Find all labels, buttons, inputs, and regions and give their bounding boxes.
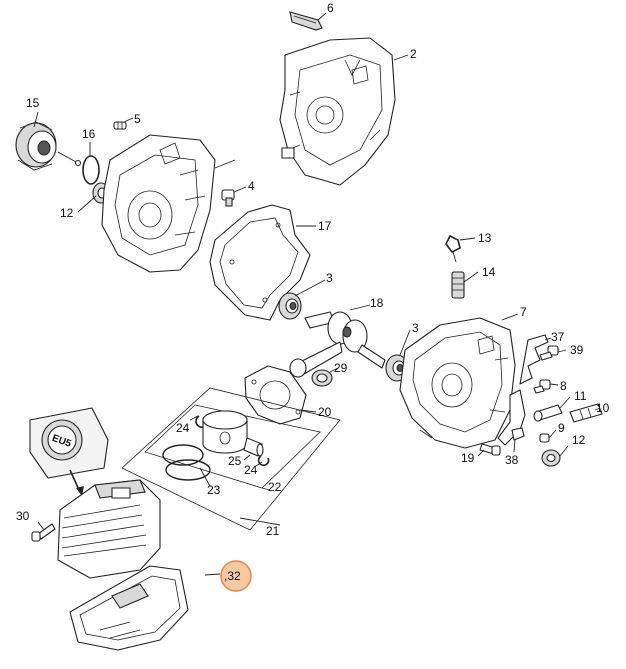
label-3-right[interactable]: 3 [412, 321, 419, 335]
label-32[interactable]: ,32 [224, 569, 241, 583]
part-labels: 6 2 15 5 16 4 12 17 13 14 3 18 7 3 37 39… [16, 1, 610, 583]
part-12-seal-ring-right[interactable] [541, 449, 561, 467]
part-21-box-outline [121, 387, 341, 531]
label-15[interactable]: 15 [26, 96, 40, 110]
piston[interactable] [202, 410, 248, 454]
label-9[interactable]: 9 [558, 421, 565, 435]
label-13[interactable]: 13 [478, 231, 492, 245]
label-16[interactable]: 16 [82, 127, 96, 141]
leader-lines [33, 12, 601, 576]
part-32-muffler[interactable] [69, 565, 189, 651]
part-38-plate[interactable] [497, 389, 526, 446]
part-17-gasket[interactable] [209, 204, 311, 321]
label-10[interactable]: 10 [596, 401, 610, 415]
label-7[interactable]: 7 [520, 305, 527, 319]
part-24-circlip-right[interactable] [257, 455, 270, 467]
part-6-clip[interactable] [289, 11, 323, 31]
part-9-screw[interactable] [539, 433, 550, 443]
part-15-hub-assembly[interactable] [15, 121, 82, 171]
part-3-bearing-left[interactable] [278, 292, 302, 320]
label-5[interactable]: 5 [134, 112, 141, 126]
label-24-right[interactable]: 24 [244, 463, 258, 477]
emission-label-inset: EU5 [29, 407, 109, 496]
part-5-screw[interactable] [113, 121, 127, 130]
part-2-crankcase-half[interactable] [279, 37, 396, 186]
label-37[interactable]: 37 [551, 330, 565, 344]
part-20-cylinder-gasket[interactable] [244, 365, 307, 425]
part-13-hook[interactable] [445, 234, 461, 263]
part-32-highlight-circle[interactable] [220, 560, 252, 592]
label-6[interactable]: 6 [327, 1, 334, 15]
label-19[interactable]: 19 [461, 451, 475, 465]
label-12-left[interactable]: 12 [60, 206, 74, 220]
part-29-needle-bearing[interactable] [311, 369, 333, 387]
label-3-left[interactable]: 3 [326, 271, 333, 285]
label-30[interactable]: 30 [16, 509, 30, 523]
cylinder[interactable] [57, 479, 161, 579]
label-21[interactable]: 21 [266, 524, 280, 538]
label-11[interactable]: 11 [574, 389, 587, 403]
part-8-screw[interactable] [533, 379, 551, 394]
part-16-o-ring[interactable] [82, 155, 100, 185]
part-11-pin[interactable] [533, 404, 563, 422]
label-39[interactable]: 39 [570, 343, 584, 357]
label-23[interactable]: 23 [207, 483, 221, 497]
part-1-crankcase-cover[interactable] [101, 134, 236, 273]
part-22-box-outline [144, 404, 321, 489]
part-14-spring[interactable] [451, 271, 465, 299]
label-38[interactable]: 38 [505, 453, 519, 467]
part-39-screw[interactable] [539, 345, 559, 361]
label-12-right[interactable]: 12 [572, 433, 586, 447]
label-22[interactable]: 22 [268, 480, 282, 494]
label-14[interactable]: 14 [482, 265, 496, 279]
label-24-left[interactable]: 24 [176, 421, 190, 435]
part-25-piston-pin[interactable] [243, 437, 264, 457]
label-4[interactable]: 4 [248, 179, 255, 193]
part-18-crankshaft[interactable] [289, 311, 386, 378]
label-2[interactable]: 2 [410, 47, 417, 61]
part-4-bolt[interactable] [221, 189, 235, 207]
label-29[interactable]: 29 [334, 361, 348, 375]
part-7-crankcase-half[interactable] [399, 317, 516, 449]
label-20[interactable]: 20 [318, 405, 332, 419]
label-25[interactable]: 25 [228, 454, 242, 468]
part-10-stud[interactable] [569, 403, 603, 423]
label-18[interactable]: 18 [370, 296, 384, 310]
label-8[interactable]: 8 [560, 379, 567, 393]
part-37-bracket[interactable] [519, 334, 549, 385]
part-23-piston-rings[interactable] [162, 444, 211, 481]
label-17[interactable]: 17 [318, 219, 332, 233]
part-19-bolt[interactable] [479, 443, 501, 456]
part-30-screw[interactable] [31, 523, 56, 542]
